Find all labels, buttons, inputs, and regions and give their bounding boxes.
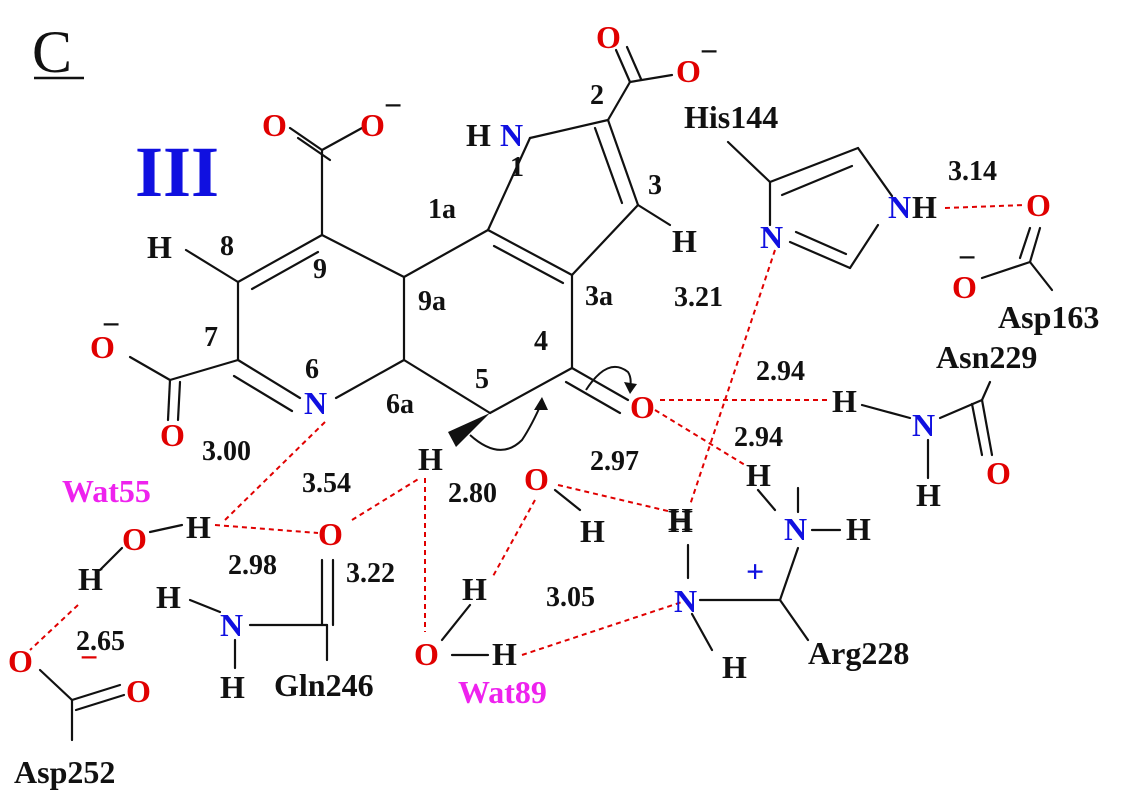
dist-n6-wat55: 3.00 <box>202 436 251 467</box>
dist-gln-wat89: 3.22 <box>346 558 395 589</box>
dist-o4-asn: 2.94 <box>756 356 805 387</box>
asn229-h: H <box>832 383 857 419</box>
ring-num-9a: 9a <box>418 286 446 317</box>
carboxylate-2-o: O <box>596 19 621 55</box>
arg228-h4: H <box>722 649 747 685</box>
scaffold-atoms: H N H H N O H O O − O O − O − O <box>90 19 718 477</box>
ring-num-2: 2 <box>590 80 604 111</box>
asn229-h2: H <box>916 477 941 513</box>
ring-num-6a: 6a <box>386 389 414 420</box>
dist-wat55-gln: 3.54 <box>302 468 351 499</box>
gln246-label: Gln246 <box>274 667 374 703</box>
scaffold-bonds <box>128 45 674 447</box>
residue-bonds <box>38 140 1054 742</box>
carboxylate-9-charge: − <box>384 87 402 123</box>
arg228-h1: H <box>746 457 771 493</box>
atom-o4: O <box>630 389 655 425</box>
ring-num-1: 1 <box>510 152 524 183</box>
dist-wat55-asp252: 2.65 <box>76 626 125 657</box>
carboxylate-2-o-minus: O <box>676 53 701 89</box>
gln246-n: N <box>220 607 243 643</box>
dist-wat89-arg: 3.05 <box>546 582 595 613</box>
curved-arrows <box>469 366 637 451</box>
wat55-h1: H <box>186 509 211 545</box>
wat89-label: Wat89 <box>458 674 547 710</box>
asp163-label: Asp163 <box>998 299 1099 335</box>
arg228-h3: H <box>668 503 693 539</box>
carboxylate-9-o: O <box>262 107 287 143</box>
panel-label: C <box>32 19 72 85</box>
ring-num-4: 4 <box>534 326 548 357</box>
ring-numbers: 1 2 3 3a 4 5 6 6a 7 8 9 9a 1a <box>204 80 662 420</box>
oh-h: H <box>580 513 605 549</box>
arg228-charge: + <box>746 553 764 589</box>
carboxylate-7-charge: − <box>102 306 120 342</box>
asp252-charge: − <box>80 639 98 675</box>
asn229-o: O <box>986 455 1011 491</box>
ring-num-1a: 1a <box>428 194 456 225</box>
asp163-charge: − <box>958 239 976 275</box>
asp252-o2: O <box>126 673 151 709</box>
asn229-label: Asn229 <box>936 339 1037 375</box>
gln246-o: O <box>318 516 343 552</box>
asp252-o1: O <box>8 643 33 679</box>
hydrogen-bonds <box>29 204 1026 656</box>
ring-num-6: 6 <box>305 354 319 385</box>
ring-num-7: 7 <box>204 322 218 353</box>
his144-n1: N <box>888 189 911 225</box>
wat55-o: O <box>122 521 147 557</box>
wat89-o: O <box>414 636 439 672</box>
distance-labels: 3.14 3.21 2.94 2.94 2.97 3.00 3.54 2.80 … <box>76 156 997 657</box>
his144-h: H <box>912 189 937 225</box>
ring-num-8: 8 <box>220 231 234 262</box>
carboxylate-7-o: O <box>160 417 185 453</box>
atom-h3: H <box>672 223 697 259</box>
wat55-h2: H <box>78 561 103 597</box>
wat55-label: Wat55 <box>62 473 151 509</box>
wat89-h1: H <box>462 571 487 607</box>
atom-h8: H <box>147 229 172 265</box>
dist-h5-gln: 2.80 <box>448 478 497 509</box>
wat89-h2: H <box>492 636 517 672</box>
residue-atoms: His144 N N H O O − Asp163 Asn229 H N H O… <box>8 99 1099 790</box>
arg228-n-eta: N <box>784 511 807 547</box>
atom-h5: H <box>418 441 443 477</box>
asn229-n: N <box>912 407 935 443</box>
atom-n6: N <box>304 385 327 421</box>
dist-oh-arg: 2.97 <box>590 446 639 477</box>
atom-nh-h: H <box>466 117 491 153</box>
arg228-label: Arg228 <box>808 635 909 671</box>
ring-num-9: 9 <box>313 254 327 285</box>
carboxylate-7-o-minus: O <box>90 329 115 365</box>
dist-his-asp163: 3.14 <box>948 156 997 187</box>
asp252-label: Asp252 <box>14 754 115 790</box>
his144-label: His144 <box>684 99 778 135</box>
asp163-o2: O <box>952 269 977 305</box>
oh-o: O <box>524 461 549 497</box>
ring-num-3a: 3a <box>585 281 613 312</box>
dist-his-arg: 3.21 <box>674 282 723 313</box>
carboxylate-2-charge: − <box>700 33 718 69</box>
carboxylate-9-o-minus: O <box>360 107 385 143</box>
arg228-h2: H <box>846 511 871 547</box>
dist-wat55-o: 2.98 <box>228 550 277 581</box>
bridge-h: H <box>668 501 693 537</box>
ring-num-3: 3 <box>648 170 662 201</box>
asp163-o1: O <box>1026 187 1051 223</box>
atom-nh-n: N <box>500 117 523 153</box>
his144-n3: N <box>760 219 783 255</box>
gln246-h1: H <box>156 579 181 615</box>
gln246-h2: H <box>220 669 245 705</box>
ring-num-5: 5 <box>475 364 489 395</box>
compound-label: III <box>135 132 219 212</box>
arg228-n: N <box>674 583 697 619</box>
dist-o4-asn-h: 2.94 <box>734 422 783 453</box>
